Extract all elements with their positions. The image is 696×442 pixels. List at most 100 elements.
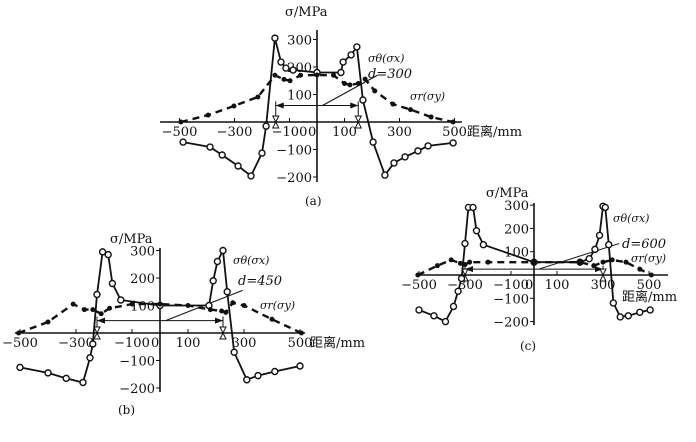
sigma-theta-point xyxy=(98,248,107,256)
arrow-right-icon xyxy=(595,266,603,273)
sigma-r-point xyxy=(408,107,413,113)
sigma-r-point xyxy=(467,259,473,265)
annotation-leader xyxy=(538,243,620,270)
y-tick-label: −200 xyxy=(119,382,155,397)
panel-c-legend-theta: σθ(σx) xyxy=(613,212,649,225)
boundary-triangle-icon xyxy=(93,326,101,335)
sigma-r-point xyxy=(185,303,191,308)
boundary-triangle-icon xyxy=(271,120,280,129)
sigma-r-point xyxy=(648,272,654,278)
y-tick-label: 100 xyxy=(287,89,312,104)
sigma-theta-point xyxy=(605,241,613,249)
sigma-theta-point xyxy=(479,241,488,249)
boundary-triangle-icon xyxy=(93,331,101,340)
sigma-theta-point xyxy=(353,43,361,51)
sigma-r-point xyxy=(372,88,378,94)
sigma-r-point xyxy=(90,307,96,313)
panel-a-xlabel: 距离/mm xyxy=(467,124,522,140)
y-tick-label: −100 xyxy=(276,144,312,159)
y-tick-label: −200 xyxy=(276,171,312,186)
sigma-theta-point xyxy=(472,227,481,235)
sigma-theta-point xyxy=(414,147,422,155)
panel-b-caption: (b) xyxy=(118,403,135,417)
sigma-theta-point xyxy=(234,162,242,170)
sigma-theta-point xyxy=(44,369,52,377)
panel-c-ylabel: σ/MPa xyxy=(486,186,529,201)
sigma-theta-point xyxy=(93,290,101,299)
sigma-theta-point xyxy=(271,34,279,42)
y-tick-label: 200 xyxy=(130,272,155,287)
sigma-r-point xyxy=(390,101,396,107)
sigma-r-point xyxy=(450,119,456,125)
x-tick-label: −500 xyxy=(401,278,437,293)
y-tick-label: 300 xyxy=(504,199,529,214)
x-tick-label: 300 xyxy=(232,336,257,351)
sigma-r-point xyxy=(98,311,104,317)
sigma-r-point xyxy=(434,263,440,269)
sigma-r-point xyxy=(205,112,211,118)
sigma-theta-point xyxy=(401,153,409,161)
sigma-r-point xyxy=(415,272,421,278)
sigma-theta-point xyxy=(457,274,466,283)
x-tick-label: 300 xyxy=(591,278,616,293)
panel-b-legend-r: σr(σy) xyxy=(260,299,295,312)
sigma-theta-point xyxy=(424,142,432,150)
boundary-triangle-icon xyxy=(354,115,363,124)
sigma-r-point xyxy=(223,309,229,315)
sigma-r-point xyxy=(428,114,434,120)
panel-c-annotation: d=600 xyxy=(622,237,666,252)
x-tick-label: 100 xyxy=(176,336,201,351)
sigma-theta-point xyxy=(79,378,87,387)
x-tick-label: −100 xyxy=(493,278,529,293)
sigma-theta-point xyxy=(206,143,214,151)
series-sigma-theta-line xyxy=(19,247,301,384)
sigma-theta-point xyxy=(254,371,262,380)
boundary-triangle-icon xyxy=(271,115,280,124)
sigma-theta-point xyxy=(271,367,279,376)
x-tick-label: 0 xyxy=(308,125,316,140)
sigma-theta-point xyxy=(218,151,226,159)
y-tick-label: 200 xyxy=(504,222,529,237)
x-tick-label: −500 xyxy=(2,336,38,351)
sigma-r-point xyxy=(591,263,597,269)
sigma-theta-point xyxy=(89,340,97,348)
sigma-r-point xyxy=(355,81,361,86)
sigma-r-point xyxy=(207,307,213,313)
sigma-theta-point xyxy=(469,203,477,212)
sigma-r-point xyxy=(298,330,304,336)
x-tick-label: 100 xyxy=(332,125,357,140)
sigma-theta-point xyxy=(449,302,458,311)
panel-a-caption: (a) xyxy=(305,194,322,208)
sigma-r-point xyxy=(241,303,247,308)
sigma-r-point xyxy=(16,330,22,336)
sigma-theta-point xyxy=(646,306,654,314)
sigma-r-point xyxy=(577,259,583,265)
sigma-r-point xyxy=(485,259,491,265)
sigma-r-point xyxy=(347,82,353,88)
sigma-theta-point xyxy=(296,362,304,370)
sigma-theta-point xyxy=(16,363,24,372)
sigma-theta-point xyxy=(108,279,117,288)
sigma-r-point xyxy=(70,301,76,307)
sigma-theta-point xyxy=(454,287,462,296)
sigma-theta-point xyxy=(243,376,251,384)
x-tick-label: 0 xyxy=(151,336,159,351)
sigma-theta-point xyxy=(636,308,644,316)
y-tick-label: 300 xyxy=(130,245,155,260)
sigma-theta-point xyxy=(213,257,222,266)
sigma-r-point xyxy=(129,301,135,307)
sigma-theta-point xyxy=(262,122,270,130)
panel-c-legend-r: σr(σy) xyxy=(631,252,666,265)
sigma-r-point xyxy=(331,72,336,78)
sigma-r-point xyxy=(600,259,606,265)
sigma-r-point xyxy=(287,78,293,84)
sigma-theta-point xyxy=(179,138,187,146)
sigma-theta-point xyxy=(595,231,604,240)
x-tick-label: 300 xyxy=(387,125,412,140)
x-tick-label: 500 xyxy=(442,125,467,140)
sigma-theta-point xyxy=(282,64,290,72)
